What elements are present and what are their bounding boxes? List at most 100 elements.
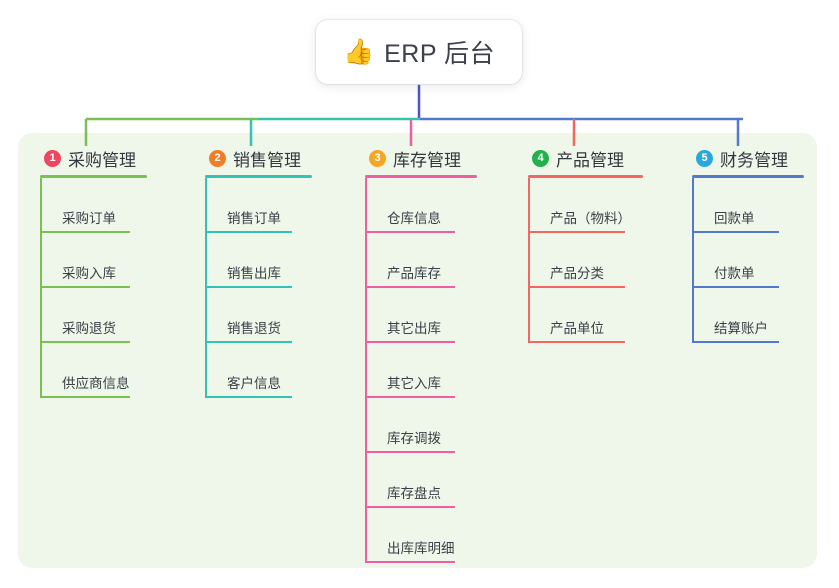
branch-leaf-label: 付款单 (714, 266, 755, 281)
root-node-label: ERP 后台 (384, 40, 496, 68)
branch-column-3: 3 库存管理仓库信息产品库存其它出库其它入库库存调拨库存盘点出库库明细 (365, 146, 480, 563)
diagram-panel (18, 133, 817, 568)
branch-leaf-label: 采购退货 (62, 321, 116, 336)
branch-header-rule (40, 175, 147, 178)
branch-leaf[interactable]: 产品分类 (528, 233, 646, 288)
branch-leaf-rule (694, 341, 779, 343)
branch-header-2[interactable]: 2 销售管理 (205, 146, 317, 170)
branch-leaf-rule (530, 231, 625, 233)
branch-leaf-rule (207, 286, 292, 288)
branch-leaf[interactable]: 付款单 (692, 233, 804, 288)
root-node[interactable]: 👍 ERP 后台 (316, 20, 522, 84)
branch-spine (365, 178, 367, 563)
branch-number-badge: 4 (532, 149, 549, 167)
branch-leaf-rule (42, 396, 130, 398)
branch-spine (40, 178, 42, 398)
branch-leaf-label: 结算账户 (714, 321, 768, 336)
branch-title: 库存管理 (393, 150, 461, 170)
thumbs-up-icon: 👍 (342, 37, 375, 66)
branch-number-badge: 2 (209, 149, 226, 167)
branch-leaf-rule (530, 341, 625, 343)
branch-spine (692, 178, 694, 343)
branch-children: 回款单付款单结算账户 (692, 178, 804, 343)
branch-leaf[interactable]: 销售退货 (205, 288, 317, 343)
branch-leaf[interactable]: 产品库存 (365, 233, 480, 288)
branch-leaf[interactable]: 其它出库 (365, 288, 480, 343)
branch-leaf-rule (694, 231, 779, 233)
branch-leaf-rule (530, 286, 625, 288)
branch-children: 采购订单采购入库采购退货供应商信息 (40, 178, 158, 398)
branch-leaf[interactable]: 客户信息 (205, 343, 317, 398)
branch-leaf-label: 库存盘点 (387, 486, 441, 501)
branch-header-rule (205, 175, 312, 178)
branch-leaf-label: 采购入库 (62, 266, 116, 281)
branch-header-5[interactable]: 5 财务管理 (692, 146, 804, 170)
branch-spine (528, 178, 530, 343)
branch-leaf-label: 产品分类 (550, 266, 604, 281)
branch-leaf-rule (367, 506, 455, 508)
branch-leaf[interactable]: 仓库信息 (365, 178, 480, 233)
branch-title: 销售管理 (233, 150, 301, 170)
branch-leaf-label: 回款单 (714, 211, 755, 226)
branch-leaf-rule (207, 396, 292, 398)
branch-leaf-rule (207, 231, 292, 233)
branch-column-5: 5 财务管理回款单付款单结算账户 (692, 146, 804, 343)
branch-leaf-label: 销售出库 (227, 266, 281, 281)
branch-title: 采购管理 (68, 150, 136, 170)
branch-leaf-label: 产品库存 (387, 266, 441, 281)
branch-leaf-label: 采购订单 (62, 211, 116, 226)
branch-leaf[interactable]: 库存调拨 (365, 398, 480, 453)
branch-leaf-rule (367, 561, 455, 563)
branch-leaf-label: 客户信息 (227, 376, 281, 391)
branch-leaf-rule (694, 286, 779, 288)
branch-leaf-rule (207, 341, 292, 343)
branch-spine (205, 178, 207, 398)
branch-leaf-label: 产品（物料） (550, 211, 631, 226)
branch-leaf-rule (42, 286, 130, 288)
branch-leaf-label: 出库库明细 (387, 541, 455, 556)
branch-leaf-label: 销售退货 (227, 321, 281, 336)
branch-header-4[interactable]: 4 产品管理 (528, 146, 646, 170)
branch-leaf-label: 其它出库 (387, 321, 441, 336)
branch-leaf-rule (367, 341, 455, 343)
branch-title: 产品管理 (556, 150, 624, 170)
branch-leaf[interactable]: 产品（物料） (528, 178, 646, 233)
branch-column-4: 4 产品管理产品（物料） 产品分类产品单位 (528, 146, 646, 343)
branch-children: 产品（物料） 产品分类产品单位 (528, 178, 646, 343)
branch-leaf[interactable]: 出库库明细 (365, 508, 480, 563)
branch-leaf-rule (367, 451, 455, 453)
branch-leaf[interactable]: 销售出库 (205, 233, 317, 288)
branch-leaf[interactable]: 采购退货 (40, 288, 158, 343)
branch-leaf-rule (42, 341, 130, 343)
branch-leaf-label: 其它入库 (387, 376, 441, 391)
branch-leaf-rule (367, 231, 455, 233)
branch-leaf[interactable]: 回款单 (692, 178, 804, 233)
branch-leaf-label: 供应商信息 (62, 376, 130, 391)
branch-leaf-label: 产品单位 (550, 321, 604, 336)
branch-leaf[interactable]: 供应商信息 (40, 343, 158, 398)
branch-children: 仓库信息产品库存其它出库其它入库库存调拨库存盘点出库库明细 (365, 178, 480, 563)
branch-leaf[interactable]: 结算账户 (692, 288, 804, 343)
branch-leaf[interactable]: 其它入库 (365, 343, 480, 398)
branch-leaf[interactable]: 采购入库 (40, 233, 158, 288)
branch-leaf-label: 库存调拨 (387, 431, 441, 446)
branch-header-rule (365, 175, 477, 178)
branch-header-3[interactable]: 3 库存管理 (365, 146, 480, 170)
branch-leaf-label: 仓库信息 (387, 211, 441, 226)
branch-children: 销售订单销售出库销售退货客户信息 (205, 178, 317, 398)
branch-header-rule (692, 175, 804, 178)
branch-number-badge: 5 (696, 149, 713, 167)
branch-leaf-label: 销售订单 (227, 211, 281, 226)
branch-leaf-rule (367, 396, 455, 398)
branch-leaf[interactable]: 库存盘点 (365, 453, 480, 508)
branch-leaf-rule (42, 231, 130, 233)
branch-title: 财务管理 (720, 150, 788, 170)
branch-leaf[interactable]: 产品单位 (528, 288, 646, 343)
branch-leaf[interactable]: 采购订单 (40, 178, 158, 233)
branch-leaf-rule (367, 286, 455, 288)
branch-leaf[interactable]: 销售订单 (205, 178, 317, 233)
branch-number-badge: 3 (369, 149, 386, 167)
